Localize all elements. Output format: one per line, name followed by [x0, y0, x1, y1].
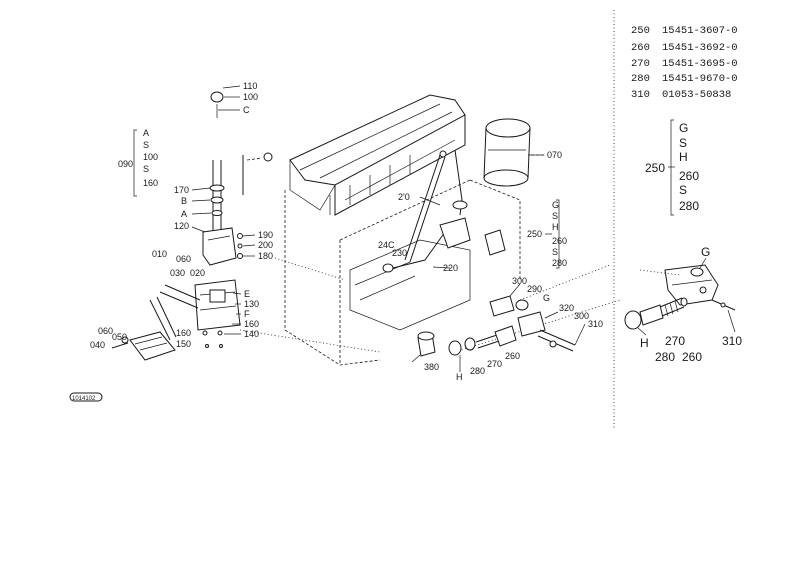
- label-F: F: [244, 309, 250, 319]
- parts-row-5-ref: 310: [631, 89, 650, 101]
- label-r-280b: 280: [655, 350, 675, 364]
- label-r-260b: 260: [682, 350, 702, 364]
- label-r-G: G: [679, 121, 688, 135]
- label-300a: 300: [512, 276, 527, 286]
- label-160b: 160: [176, 328, 191, 338]
- label-160: 160: [244, 319, 259, 329]
- engine-block: [239, 94, 621, 366]
- label-290: 290: [527, 284, 542, 294]
- label-B: B: [181, 196, 187, 206]
- label-070: 070: [547, 150, 562, 160]
- parts-row-3-number: 15451-3695-0: [662, 58, 738, 70]
- label-310: 310: [588, 319, 603, 329]
- label-grp090-160: 160: [143, 178, 158, 188]
- label-C: C: [243, 105, 250, 115]
- label-050: 050: [112, 332, 127, 342]
- label-r-tilde1: S: [679, 136, 687, 150]
- label-grp090-100: 100: [143, 152, 158, 162]
- label-code: 1014102: [72, 396, 96, 402]
- label-r-280: 280: [679, 199, 699, 213]
- label-140: 140: [244, 329, 259, 339]
- label-270: 270: [487, 359, 502, 369]
- label-grp090-tilde2: S: [143, 164, 149, 174]
- parts-row-4-ref: 280: [631, 73, 650, 85]
- label-060b: 060: [98, 326, 113, 336]
- label-r-tilde2: S: [679, 183, 687, 197]
- label-A: A: [181, 209, 187, 219]
- relief-valve-exploded: [624, 264, 736, 330]
- label-grp250-tilde2: S: [552, 247, 558, 257]
- label-120: 120: [174, 221, 189, 231]
- label-r-H: H: [679, 150, 688, 164]
- label-r-Gtop: G: [701, 245, 710, 259]
- parts-table: 250 15451-3607-0 260 15451-3692-0 270 15…: [631, 25, 738, 101]
- label-380: 380: [424, 362, 439, 372]
- label-250: 250: [527, 229, 542, 239]
- label-190: 190: [258, 230, 273, 240]
- label-260: 260: [505, 351, 520, 361]
- parts-row-1-number: 15451-3607-0: [662, 25, 738, 37]
- label-H: H: [456, 372, 463, 382]
- label-220: 220: [443, 263, 458, 273]
- parts-row-5-number: 01053-50838: [662, 89, 731, 101]
- label-010: 010: [152, 249, 167, 259]
- label-grp250-260: 260: [552, 236, 567, 246]
- label-230: 230: [392, 248, 407, 258]
- left-linkage-assembly: [69, 91, 273, 402]
- label-r-260: 260: [679, 169, 699, 183]
- parts-row-3-ref: 270: [631, 58, 650, 70]
- label-280: 280: [470, 366, 485, 376]
- parts-row-4-number: 15451-9670-0: [662, 73, 738, 85]
- label-130: 130: [244, 299, 259, 309]
- parts-row-2-ref: 260: [631, 42, 650, 54]
- label-300b: 300: [574, 311, 589, 321]
- label-r-Hbot: H: [640, 336, 649, 350]
- label-grp250-280: 280: [552, 258, 567, 268]
- label-E: E: [244, 289, 250, 299]
- dipstick-tube: [404, 149, 468, 263]
- label-170: 170: [174, 185, 189, 195]
- label-110: 110: [243, 81, 257, 91]
- label-210: 2'0: [398, 192, 410, 202]
- label-grp250-G: G: [552, 200, 559, 210]
- parts-row-2-number: 15451-3692-0: [662, 42, 738, 54]
- center-right-assembly: [382, 217, 576, 372]
- label-090: 090: [118, 159, 133, 169]
- leader-lines: [191, 85, 736, 363]
- label-100: 100: [243, 92, 258, 102]
- oil-filter-cartridge: [483, 118, 546, 187]
- label-grp090-tilde1: S: [143, 140, 149, 150]
- callout-labels: A S 100 S 160 090 110 100 C 170 B A 120 …: [72, 81, 742, 402]
- label-180: 180: [258, 251, 273, 261]
- label-030: 030: [170, 268, 185, 278]
- label-grp250-H: H: [552, 222, 559, 232]
- label-G: G: [543, 293, 550, 303]
- label-r-310: 310: [722, 334, 742, 348]
- label-grp090-A: A: [143, 128, 149, 138]
- label-r-270: 270: [665, 334, 685, 348]
- label-150: 150: [176, 339, 191, 349]
- label-grp250-tilde1: S: [552, 211, 558, 221]
- parts-row-1-ref: 250: [631, 25, 650, 37]
- label-r-250: 250: [645, 161, 665, 175]
- label-040: 040: [90, 340, 105, 350]
- label-200: 200: [258, 240, 273, 250]
- label-060a: 060: [176, 254, 191, 264]
- label-320: 320: [559, 303, 574, 313]
- label-240: 24C: [378, 240, 395, 250]
- label-020: 020: [190, 268, 205, 278]
